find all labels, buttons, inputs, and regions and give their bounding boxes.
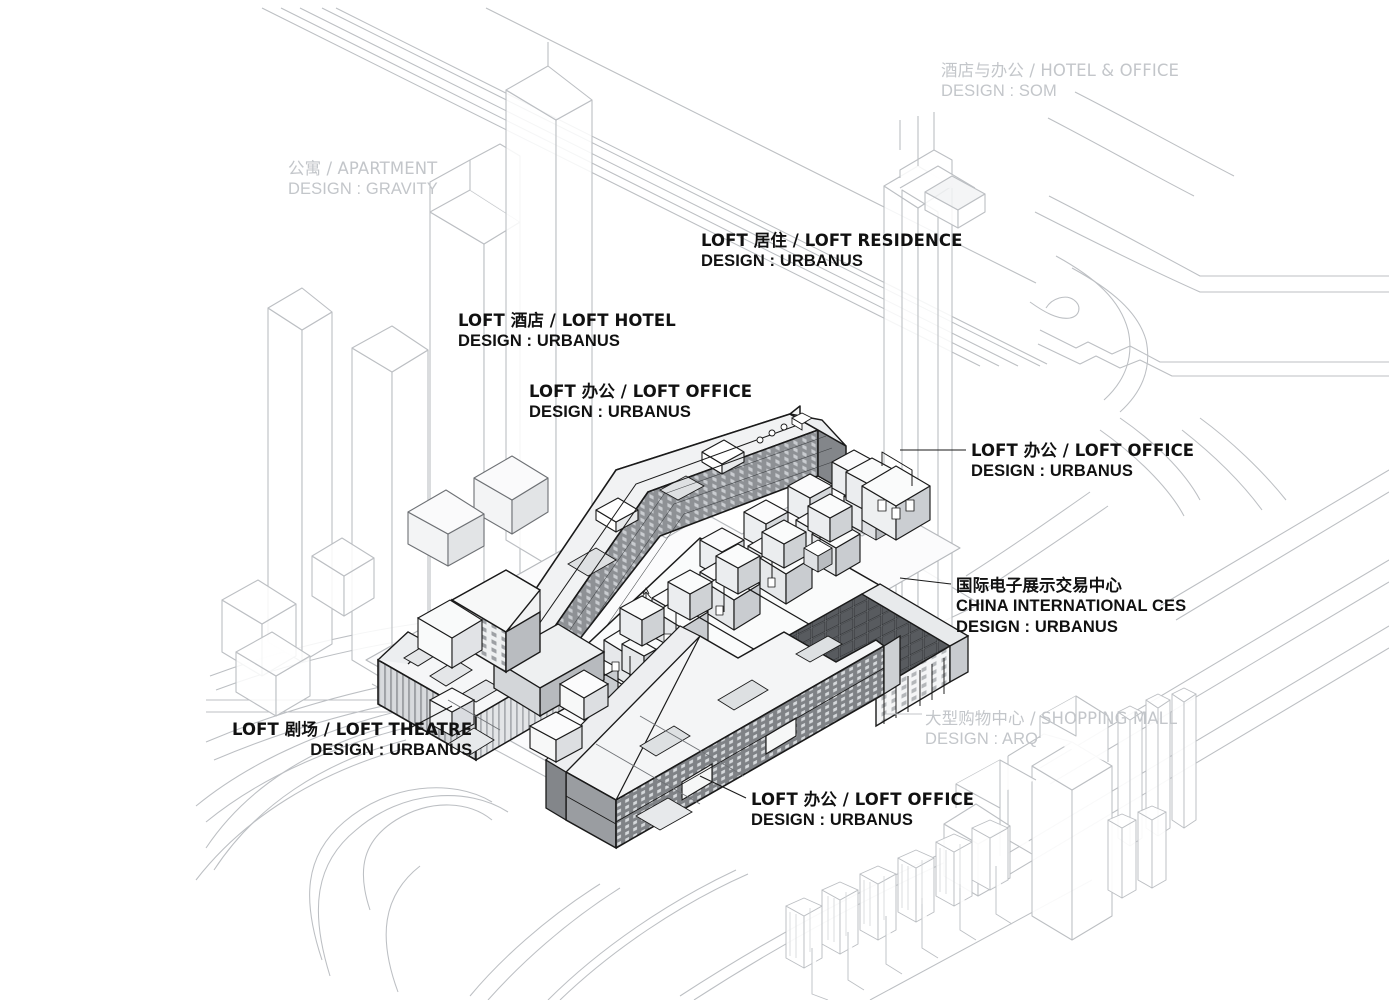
label-loft-theatre-line1: LOFT 剧场 / LOFT THEATRE [232,720,473,739]
site-plaza-markings [447,699,745,805]
label-loft-office-right: LOFT 办公 / LOFT OFFICE DESIGN : URBANUS [971,440,1194,482]
building-midblock-connectors [619,457,899,647]
label-leader-lines [409,449,966,799]
label-loft-office-top-line2: DESIGN : URBANUS [529,403,692,422]
context-apartment-towers [221,42,593,717]
label-loft-residence-line1: LOFT 居住 / LOFT RESIDENCE [701,231,963,250]
site-plaza-panels [447,727,693,831]
label-hotel-office-line1: 酒店与办公 / HOTEL & OFFICE [941,61,1179,80]
label-china-ces-line2: CHINA INTERNATIONAL CES [956,597,1187,616]
leader-loft-office-bottom [699,775,747,799]
label-china-ces-line1: 国际电子展示交易中心 [956,576,1122,595]
label-loft-office-top-line1: LOFT 办公 / LOFT OFFICE [529,382,753,401]
label-loft-office-right-line1: LOFT 办公 / LOFT OFFICE [971,441,1195,460]
label-shopping-mall-line2: DESIGN : ARQ [925,730,1039,749]
leader-loft-theatre [409,705,453,729]
label-loft-office-bottom: LOFT 办公 / LOFT OFFICE DESIGN : URBANUS [751,789,974,831]
label-china-ces: 国际电子展示交易中心 CHINA INTERNATIONAL CES DESIG… [956,575,1186,638]
label-apartment-line1: 公寓 / APARTMENT [288,159,438,178]
label-shopping-mall: 大型购物中心 / SHOPPING MALL DESIGN : ARQ [925,708,1177,750]
label-loft-office-right-line2: DESIGN : URBANUS [971,462,1134,481]
label-apartment: 公寓 / APARTMENT DESIGN : GRAVITY [288,158,438,200]
label-loft-residence: LOFT 居住 / LOFT RESIDENCE DESIGN : URBANU… [701,230,963,272]
label-china-ces-line3: DESIGN : URBANUS [956,618,1119,637]
label-loft-office-bottom-line2: DESIGN : URBANUS [751,811,914,830]
label-loft-theatre: LOFT 剧场 / LOFT THEATRE DESIGN : URBANUS [232,719,472,761]
label-loft-residence-line2: DESIGN : URBANUS [701,252,864,271]
label-loft-hotel-line2: DESIGN : URBANUS [458,332,621,351]
label-loft-hotel-line1: LOFT 酒店 / LOFT HOTEL [458,311,676,330]
building-loft-office-south-bar [545,625,901,850]
context-small-buildings-left [407,455,549,567]
label-hotel-office: 酒店与办公 / HOTEL & OFFICE DESIGN : SOM [941,60,1179,102]
leader-china-ces [899,577,952,585]
label-loft-theatre-line2: DESIGN : URBANUS [310,741,473,760]
label-hotel-office-line2: DESIGN : SOM [941,82,1057,101]
context-shopping-mall-blocks [785,687,1197,1000]
label-shopping-mall-line1: 大型购物中心 / SHOPPING MALL [925,709,1178,728]
label-loft-hotel: LOFT 酒店 / LOFT HOTEL DESIGN : URBANUS [458,310,676,352]
building-loft-hotel [416,569,542,674]
label-loft-office-bottom-line1: LOFT 办公 / LOFT OFFICE [751,790,975,809]
label-apartment-line2: DESIGN : GRAVITY [288,180,438,199]
building-northeast-office-cluster [861,451,931,541]
label-loft-office-top: LOFT 办公 / LOFT OFFICE DESIGN : URBANUS [529,381,752,423]
